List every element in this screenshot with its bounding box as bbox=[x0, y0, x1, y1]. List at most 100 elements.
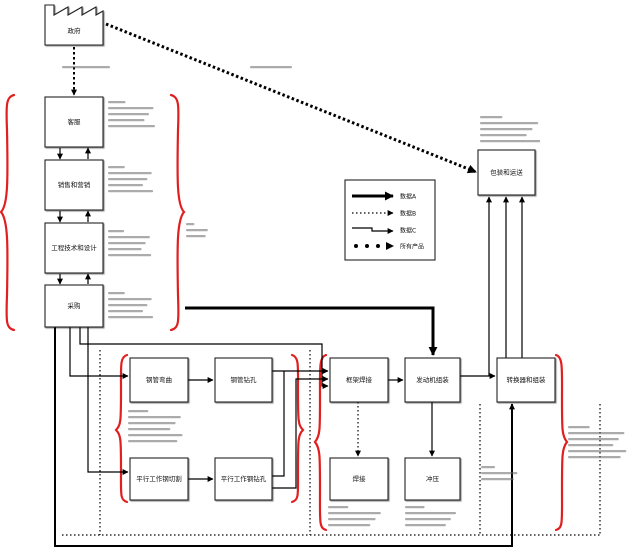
node-packaging-shipping: 包装和运送 bbox=[477, 149, 536, 196]
connector-government-to-shipping bbox=[105, 22, 477, 174]
engine-assembly-label: 发动机组装 bbox=[416, 375, 449, 384]
node-parallel-cutting: 平行工作钢切割 bbox=[129, 457, 189, 501]
stamping-label: 冲压 bbox=[426, 474, 440, 483]
annotation-text-line bbox=[128, 422, 176, 425]
node-engineering-design: 工程技术和设计 bbox=[44, 222, 104, 274]
annotation-text-line bbox=[405, 518, 451, 521]
connector-purchasing-to-engine-assembly bbox=[185, 306, 438, 356]
tube-bending-label: 钢管弯曲 bbox=[146, 375, 172, 384]
annotation-text-line bbox=[186, 223, 195, 226]
annotation-text-line bbox=[108, 113, 149, 116]
annotation-text-line bbox=[480, 122, 539, 125]
legend: 数据A 数据B 数据C 所有产品 bbox=[344, 179, 436, 261]
customer-service-box bbox=[44, 96, 104, 148]
annotation-text-line bbox=[108, 119, 145, 122]
annotation-text-line bbox=[405, 524, 446, 527]
frame-welding-box bbox=[329, 357, 389, 403]
node-welding: 焊接 bbox=[329, 457, 389, 501]
factory-icon bbox=[44, 4, 104, 46]
annotation-text-line bbox=[128, 416, 181, 419]
parallel-cutting-label: 平行工作钢切割 bbox=[136, 474, 182, 483]
annotation-text-line bbox=[328, 524, 371, 527]
annotation-text-line bbox=[108, 101, 126, 104]
annotation-text-line bbox=[481, 472, 518, 475]
annotation-text-line bbox=[108, 316, 154, 319]
legend-thin-step-arrow-icon bbox=[352, 227, 394, 234]
government-label: 政府 bbox=[68, 26, 82, 35]
sales-marketing-box bbox=[44, 159, 104, 211]
engineering-design-box bbox=[44, 222, 104, 274]
annotation-tube-process bbox=[128, 410, 183, 443]
engineering-design-label: 工程技术和设计 bbox=[51, 243, 97, 252]
tube-bending-box bbox=[129, 357, 189, 403]
annotation-purchasing bbox=[108, 292, 154, 319]
brace-left-tube-process bbox=[114, 353, 129, 504]
annotation-welding bbox=[328, 506, 381, 527]
annotation-text-line bbox=[128, 434, 183, 437]
node-sales-marketing: 销售和营销 bbox=[44, 159, 104, 211]
annotation-departments-brace bbox=[186, 223, 208, 238]
annotation-right-of-stamping bbox=[481, 466, 518, 481]
factory-node: 政府 bbox=[44, 4, 104, 46]
annotation-text-line bbox=[186, 229, 208, 232]
annotation-sales-marketing bbox=[108, 166, 154, 193]
connector-purchasing-bottom-loop bbox=[54, 327, 515, 547]
annotation-text-line bbox=[480, 140, 541, 143]
annotation-text-line bbox=[568, 432, 625, 435]
sales-marketing-label: 销售和营销 bbox=[58, 180, 91, 189]
annotation-text-line bbox=[108, 172, 152, 175]
annotation-text-line bbox=[480, 116, 503, 119]
frame-welding-label: 框架焊接 bbox=[346, 375, 373, 384]
legend-label-c: 数据C bbox=[400, 227, 416, 235]
node-tube-drilling: 钢管钻孔 bbox=[214, 357, 273, 403]
connector-purchasing-to-parallel-cutting bbox=[87, 327, 129, 475]
node-parallel-drilling: 平行工作钢钻孔 bbox=[214, 457, 273, 501]
legend-big-dot-arrow-icon bbox=[354, 242, 394, 250]
purchasing-label: 采购 bbox=[68, 301, 82, 310]
annotation-text-line bbox=[108, 292, 125, 295]
annotation-text-line bbox=[568, 444, 614, 447]
legend-label-d: 所有产品 bbox=[400, 243, 424, 251]
annotation-text-line bbox=[108, 230, 125, 233]
annotation-text-line bbox=[568, 450, 627, 453]
brace-right-tube-process bbox=[290, 353, 305, 504]
connector-purchasing-to-frame-welding bbox=[79, 327, 329, 389]
annotation-text-line bbox=[128, 410, 149, 413]
annotation-text-line bbox=[405, 512, 456, 515]
legend-label-b: 数据B bbox=[400, 210, 416, 218]
welding-label: 焊接 bbox=[353, 474, 367, 483]
brace-right-departments bbox=[169, 93, 186, 332]
brace-right-assembly bbox=[554, 353, 569, 532]
annotation-text-line bbox=[108, 190, 154, 193]
annotation-text-line bbox=[568, 426, 590, 429]
node-converter-assembly: 转换器和组装 bbox=[496, 357, 556, 403]
annotation-text-line bbox=[568, 456, 621, 459]
node-purchasing: 采购 bbox=[44, 284, 104, 328]
connector-parallel-drilling-riser-b bbox=[272, 376, 329, 489]
connector-purchasing-to-tube-bending bbox=[69, 327, 129, 379]
annotation-customer-service bbox=[108, 101, 155, 128]
annotation-text-line bbox=[481, 466, 495, 469]
welding-box bbox=[329, 457, 389, 501]
parallel-cutting-box bbox=[129, 457, 189, 501]
annotation-text-line bbox=[108, 242, 146, 245]
annotation-text-line bbox=[128, 428, 171, 431]
brace-left-departments bbox=[0, 93, 16, 332]
annotation-text-line bbox=[481, 478, 514, 481]
connector-parallel-drilling-riser-a bbox=[272, 371, 285, 477]
annotation-text-line bbox=[108, 254, 152, 257]
annotation-text-line bbox=[108, 304, 148, 307]
customer-service-label: 客服 bbox=[68, 117, 82, 126]
annotation-text-line bbox=[108, 178, 148, 181]
annotation-packaging-shipping bbox=[480, 116, 541, 143]
node-stamping: 冲压 bbox=[404, 457, 461, 501]
legend-label-a: 数据A bbox=[400, 193, 417, 201]
annotation-engineering-design bbox=[108, 230, 152, 257]
annotation-text-line bbox=[128, 440, 178, 443]
annotation-text-line bbox=[328, 506, 349, 509]
packaging-shipping-box bbox=[477, 149, 536, 196]
brace-left-assembly bbox=[313, 353, 328, 532]
parallel-drilling-box bbox=[214, 457, 273, 501]
node-tube-bending: 钢管弯曲 bbox=[129, 357, 189, 403]
annotation-converter-assembly bbox=[568, 426, 627, 459]
